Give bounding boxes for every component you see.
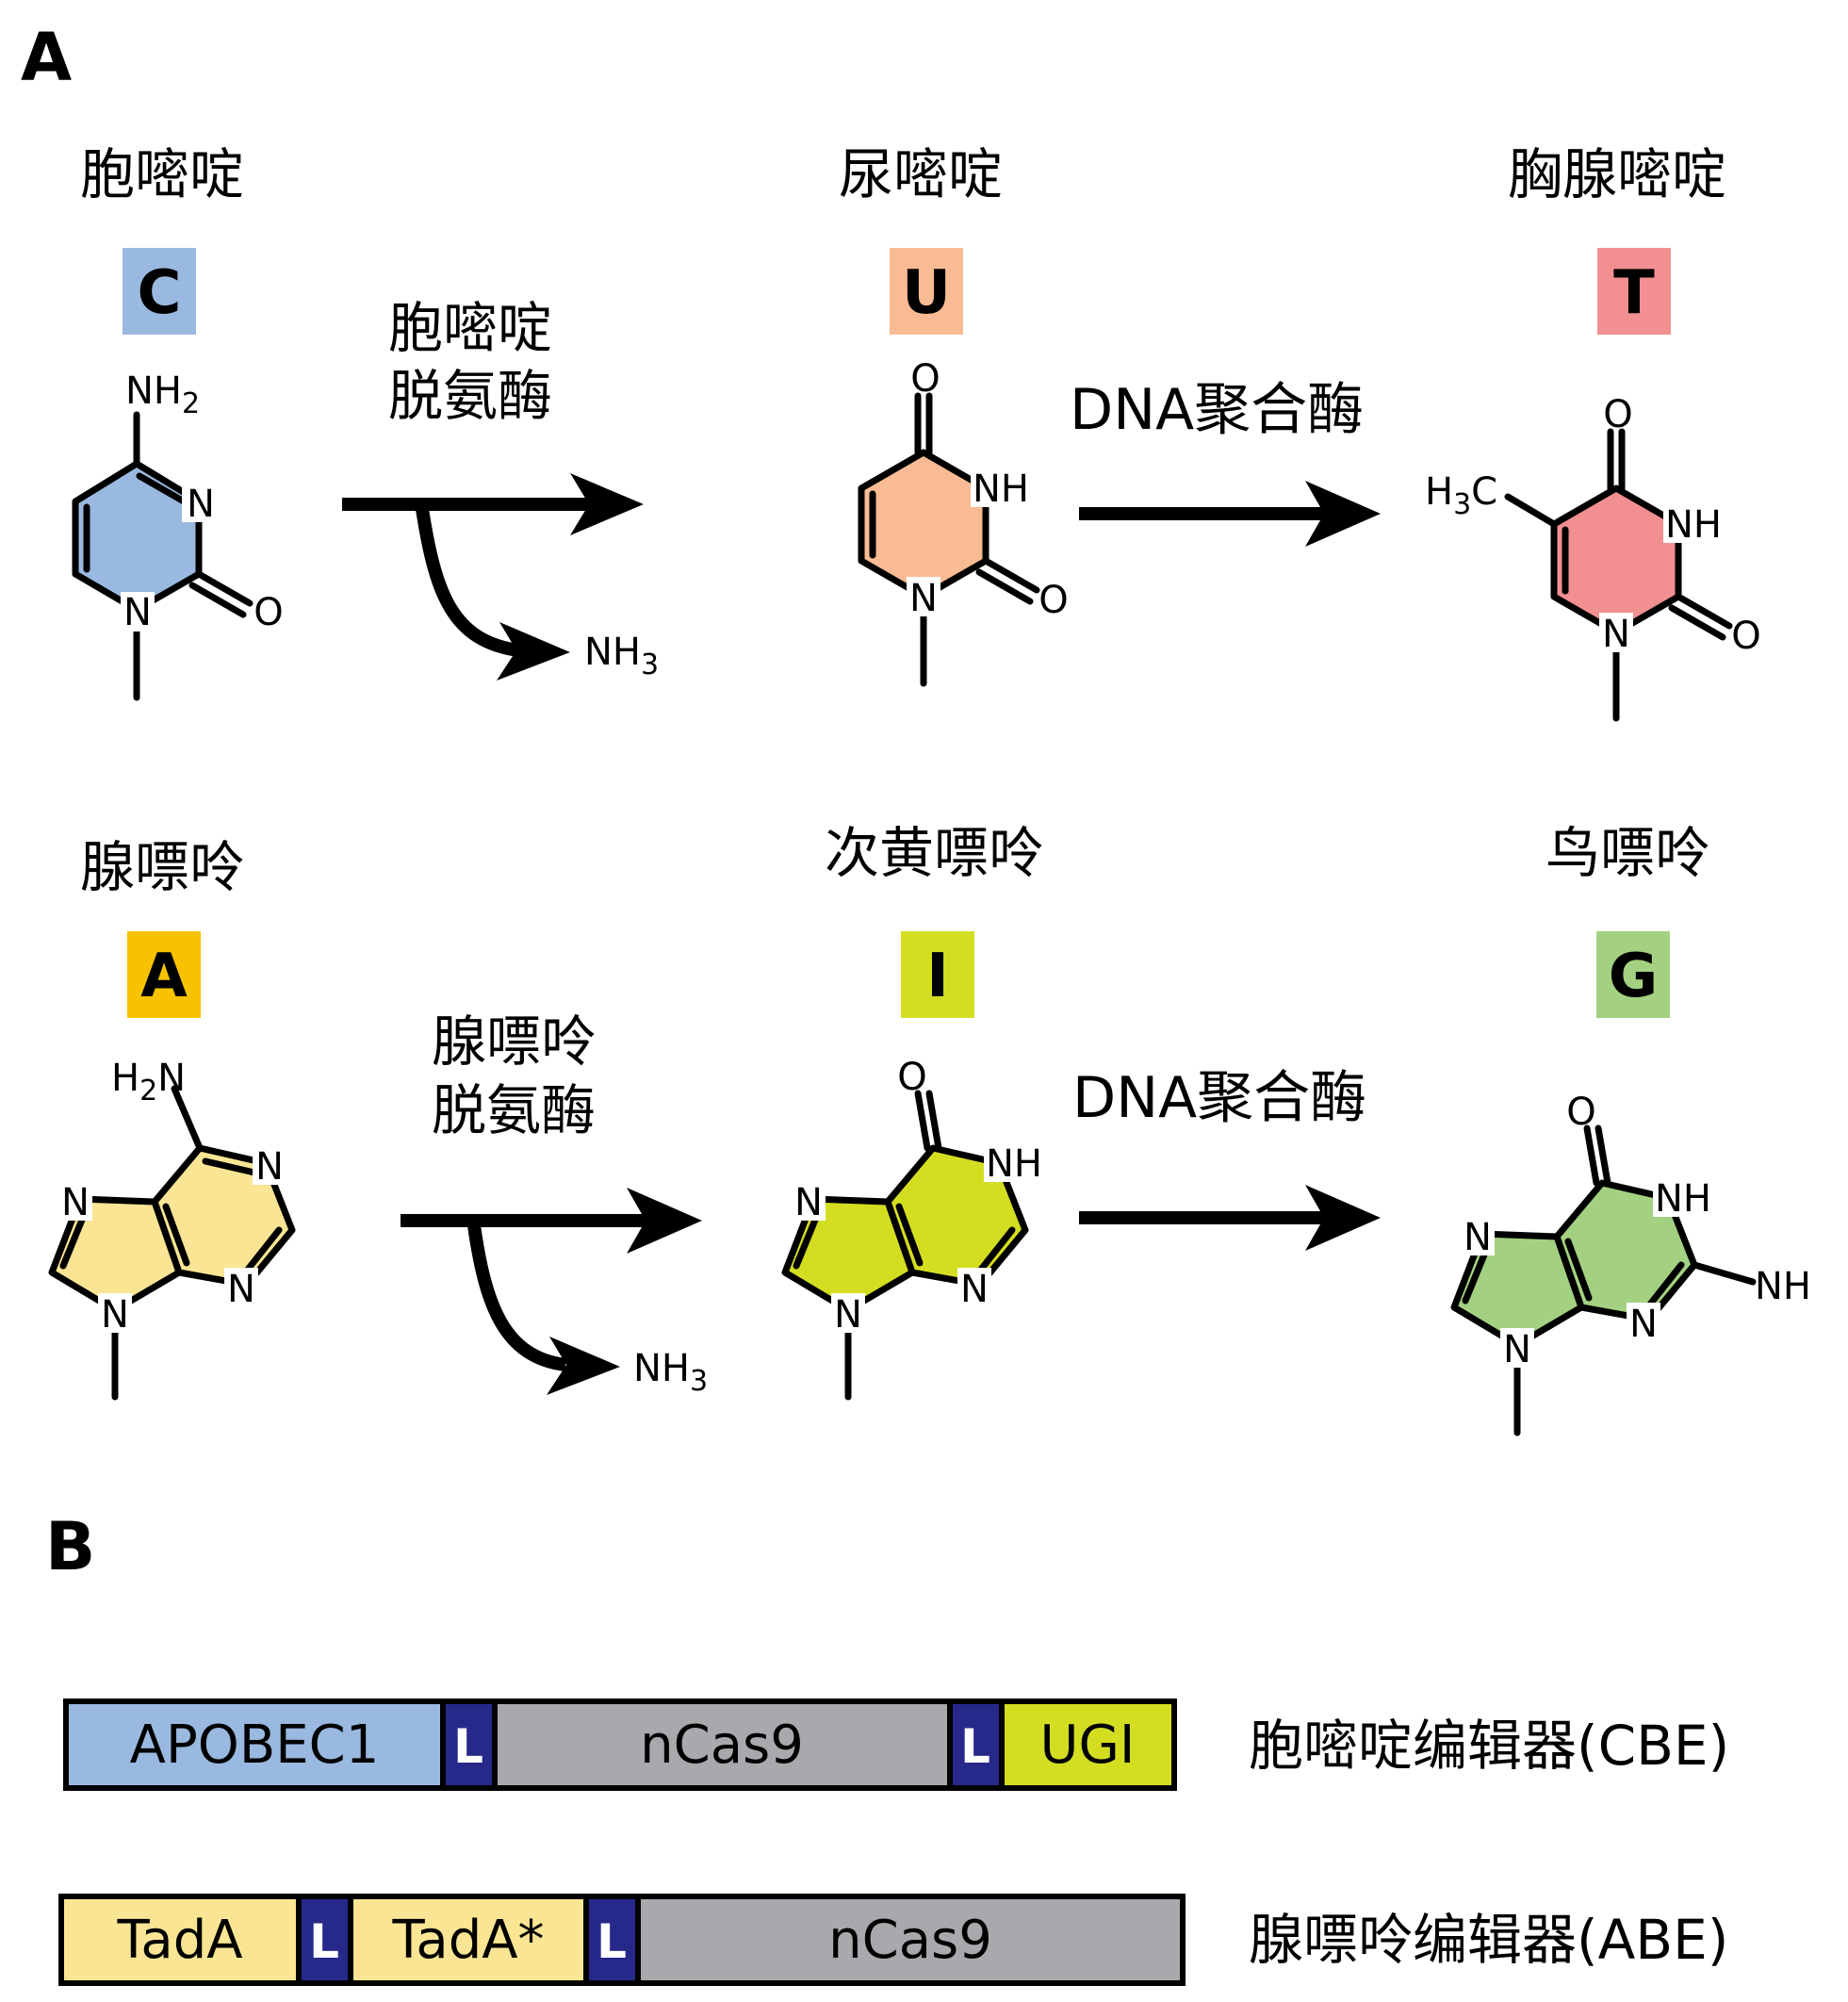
linker-label: L <box>597 1914 627 1969</box>
thymine-name: 胸腺嘧啶 <box>1508 142 1726 206</box>
ugi-domain <box>999 1698 1177 1791</box>
svg-text:N: N <box>909 577 938 620</box>
ammonia-2: NH3 <box>633 1347 708 1398</box>
hypoxanthine-structure: NH N N N O <box>781 1056 1046 1401</box>
cbe-label: 胞嘧啶编辑器(CBE) <box>1249 1714 1729 1778</box>
linker-label: L <box>309 1914 339 1969</box>
svg-text:N: N <box>794 1181 823 1224</box>
guanine-name: 鸟嘌呤 <box>1545 821 1709 885</box>
svg-text:O: O <box>1566 1091 1595 1134</box>
svg-text:N: N <box>1602 613 1630 656</box>
tada-domain <box>58 1894 302 1986</box>
svg-text:O: O <box>1603 393 1632 436</box>
svg-text:NH: NH <box>973 468 1029 511</box>
svg-text:NH: NH <box>986 1142 1042 1186</box>
svg-text:N: N <box>1503 1328 1531 1371</box>
methyl-group: H3C <box>1425 470 1497 521</box>
panel-a-label: A <box>21 19 72 96</box>
polymerase-arrow-1 <box>1079 481 1381 547</box>
guanine-structure: NH N N N O NH <box>1450 1091 1811 1436</box>
svg-text:N: N <box>187 483 215 526</box>
svg-text:O: O <box>897 1056 926 1099</box>
adenine-badge <box>127 931 201 1018</box>
thymine-badge <box>1597 248 1671 335</box>
cytidine-deaminase-line1: 胞嘧啶 <box>388 296 552 360</box>
guanine-badge <box>1596 931 1670 1018</box>
svg-text:N: N <box>101 1293 129 1337</box>
svg-text:N: N <box>1629 1303 1658 1346</box>
svg-text:O: O <box>253 591 283 634</box>
linker-domain <box>296 1894 353 1986</box>
uracil-name: 尿嘧啶 <box>839 142 1003 206</box>
amino-group: NH2 <box>125 369 200 420</box>
apobec1-label: APOBEC1 <box>130 1715 380 1776</box>
tada-star-label: TadA* <box>391 1910 544 1971</box>
svg-text:N: N <box>255 1145 284 1189</box>
deamination-arrow-2 <box>401 1188 702 1395</box>
polymerase-arrow-2 <box>1079 1185 1381 1251</box>
svg-text:N: N <box>123 591 152 634</box>
svg-text:N: N <box>227 1268 255 1311</box>
cytidine-deaminase-line2: 脱氨酶 <box>388 364 552 428</box>
svg-text:NH: NH <box>1755 1265 1811 1308</box>
hypoxanthine-code: I <box>926 942 949 1011</box>
hypoxanthine-name: 次黄嘌呤 <box>825 821 1043 885</box>
ncas9-label: nCas9 <box>828 1910 992 1971</box>
cytosine-structure: N N O NH2 <box>72 369 284 701</box>
svg-text:O: O <box>1731 615 1760 658</box>
thymine-code: T <box>1613 258 1655 328</box>
uracil-code: U <box>902 258 951 328</box>
linker-label: L <box>453 1719 483 1774</box>
ncas9-domain <box>492 1698 953 1791</box>
svg-text:O: O <box>1038 579 1068 622</box>
uracil-structure: NH N O O <box>858 357 1069 687</box>
uracil-badge <box>890 248 963 335</box>
adenosine-deaminase-line2: 脱氨酶 <box>432 1078 596 1142</box>
dna-polymerase-label-2: DNA聚合酶 <box>1072 1065 1366 1131</box>
adenine-structure: N N N N H2N <box>48 1057 296 1401</box>
amino-group-adenine: H2N <box>111 1057 186 1108</box>
linker-domain <box>583 1894 641 1986</box>
adenine-name: 腺嘌呤 <box>80 835 244 899</box>
svg-text:NH: NH <box>1665 503 1722 547</box>
adenosine-deaminase-line1: 腺嘌呤 <box>432 1009 596 1074</box>
cytosine-name: 胞嘧啶 <box>80 142 244 206</box>
thymine-structure: NH N O O H3C <box>1425 393 1761 722</box>
svg-text:N: N <box>61 1181 90 1224</box>
abe-label: 腺嘌呤编辑器(ABE) <box>1249 1908 1728 1972</box>
ugi-label: UGI <box>1040 1715 1136 1776</box>
ncas9-domain <box>635 1894 1186 1986</box>
svg-text:N: N <box>1464 1216 1492 1259</box>
cytosine-code: C <box>138 258 182 328</box>
adenine-code: A <box>140 942 188 1011</box>
deamination-arrow-1 <box>342 473 644 681</box>
cbe-construct: APOBEC1 L nCas9 L UGI <box>63 1698 1177 1791</box>
svg-text:O: O <box>910 357 940 401</box>
dna-polymerase-label-1: DNA聚合酶 <box>1070 377 1364 443</box>
abe-construct: TadA L TadA* L nCas9 <box>58 1894 1186 1986</box>
svg-text:N: N <box>960 1268 989 1311</box>
svg-text:NH: NH <box>1655 1177 1711 1221</box>
cytosine-badge <box>123 248 196 335</box>
guanine-code: G <box>1609 942 1659 1011</box>
svg-text:N: N <box>834 1293 862 1337</box>
panel-b-label: B <box>45 1508 95 1585</box>
tada-label: TadA <box>116 1910 242 1971</box>
linker-label: L <box>960 1719 990 1774</box>
ncas9-label: nCas9 <box>640 1715 804 1776</box>
ammonia-1: NH3 <box>584 631 659 681</box>
hypoxanthine-badge <box>901 931 974 1018</box>
